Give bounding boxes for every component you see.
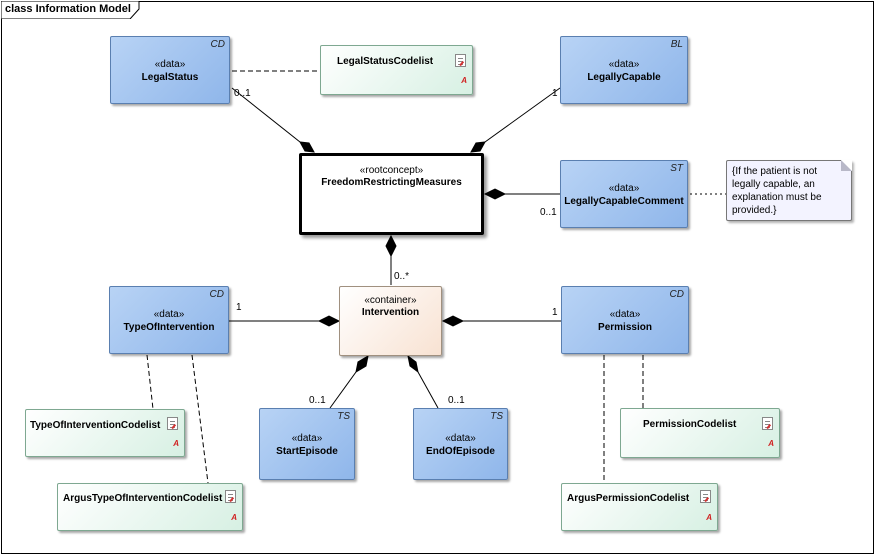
type-tag: ST (670, 163, 683, 174)
class-legally-capable[interactable]: BL «data» LegallyCapable (560, 36, 688, 104)
dep-type-of-intervention-codelist (146, 354, 154, 410)
multiplicity-legally-capable: 1 (552, 88, 558, 99)
stereotype-label: «data» (291, 433, 323, 444)
document-icon (455, 54, 466, 67)
abstract-marker-icon: A (173, 439, 179, 448)
diamond-legally-capable (470, 141, 486, 153)
codelist-legal-status[interactable]: LegalStatusCodelist A (320, 45, 473, 95)
assoc-legally-capable (484, 87, 561, 143)
multiplicity-legal-status: 0..1 (234, 88, 251, 99)
note-fold-icon (841, 160, 852, 171)
class-intervention[interactable]: «container» Intervention (339, 286, 442, 356)
frame-label: class Information Model (5, 3, 131, 15)
constraint-note[interactable]: {If the patient is not legally capable, … (726, 160, 852, 221)
class-name: Permission (598, 322, 652, 333)
document-icon (762, 417, 773, 430)
diamond-legally-capable-comment (483, 188, 507, 200)
note-text: {If the patient is not legally capable, … (732, 166, 822, 216)
class-name: TypeOfIntervention (123, 322, 215, 333)
class-name: LegallyCapableComment (564, 196, 684, 207)
class-name: StartEpisode (276, 446, 338, 457)
abstract-marker-icon: A (768, 439, 774, 448)
type-tag: TS (490, 411, 503, 422)
codelist-name: LegalStatusCodelist (337, 56, 434, 67)
class-name: EndOfEpisode (426, 446, 495, 457)
diamond-start-episode (355, 354, 369, 374)
codelist-argus-permission[interactable]: ArgusPermissionCodelist A (561, 483, 718, 531)
assoc-legal-status (231, 87, 301, 143)
document-icon (700, 490, 711, 503)
stereotype-label: «container» (364, 295, 417, 306)
codelist-argus-type-of-intervention[interactable]: ArgusTypeOfInterventionCodelist A (57, 483, 243, 531)
diamond-permission (441, 315, 465, 327)
class-name: Intervention (361, 307, 420, 318)
codelist-type-of-intervention[interactable]: TypeOfInterventionCodelist A (25, 409, 185, 457)
codelist-permission[interactable]: PermissionCodelist A (620, 408, 780, 458)
stereotype-label: «rootconcept» (359, 165, 424, 176)
codelist-name: PermissionCodelist (643, 419, 737, 430)
stereotype-label: «data» (153, 309, 185, 320)
stereotype-label: «data» (609, 309, 641, 320)
codelist-name: ArgusPermissionCodelist (567, 493, 690, 504)
document-icon (167, 417, 178, 430)
class-legal-status[interactable]: CD «data» LegalStatus (110, 36, 230, 104)
type-tag: CD (669, 289, 684, 300)
codelist-name: TypeOfInterventionCodelist (30, 420, 161, 431)
class-freedom-restricting-measures[interactable]: «rootconcept» FreedomRestrictingMeasures (299, 153, 484, 235)
diamond-intervention (385, 234, 397, 258)
type-tag: TS (337, 411, 350, 422)
class-name: FreedomRestrictingMeasures (321, 177, 462, 188)
class-name: LegalStatus (141, 72, 199, 83)
stereotype-label: «data» (154, 59, 186, 70)
assoc-start-episode (329, 371, 357, 409)
abstract-marker-icon: A (231, 513, 237, 522)
frame-tab (1, 1, 140, 19)
abstract-marker-icon: A (706, 513, 712, 522)
stereotype-label: «data» (608, 183, 640, 194)
multiplicity-type-of-intervention: 1 (236, 302, 242, 313)
class-type-of-intervention[interactable]: CD «data» TypeOfIntervention (109, 286, 229, 354)
diamond-end-of-episode (407, 354, 419, 374)
abstract-marker-icon: A (461, 76, 467, 85)
document-icon (225, 490, 236, 503)
stereotype-label: «data» (608, 59, 640, 70)
codelist-name: ArgusTypeOfInterventionCodelist (63, 493, 223, 504)
class-permission[interactable]: CD «data» Permission (561, 286, 689, 354)
multiplicity-end-of-episode: 0..1 (448, 395, 465, 406)
type-tag: CD (209, 289, 224, 300)
diamond-legal-status (299, 141, 315, 153)
stereotype-label: «data» (445, 433, 476, 444)
class-name: LegallyCapable (587, 72, 661, 83)
type-tag: BL (670, 39, 683, 50)
multiplicity-start-episode: 0..1 (309, 395, 326, 406)
assoc-end-of-episode (417, 371, 439, 409)
class-end-of-episode[interactable]: TS «data» EndOfEpisode (413, 408, 508, 480)
multiplicity-legally-capable-comment: 0..1 (540, 207, 557, 218)
diamond-type-of-intervention (317, 315, 341, 327)
multiplicity-intervention: 0..* (394, 271, 410, 282)
multiplicity-permission: 1 (552, 307, 558, 318)
class-start-episode[interactable]: TS «data» StartEpisode (259, 408, 355, 480)
dep-argus-type-of-intervention-codelist (191, 354, 209, 484)
type-tag: CD (210, 39, 225, 50)
class-legally-capable-comment[interactable]: ST «data» LegallyCapableComment (560, 160, 688, 228)
